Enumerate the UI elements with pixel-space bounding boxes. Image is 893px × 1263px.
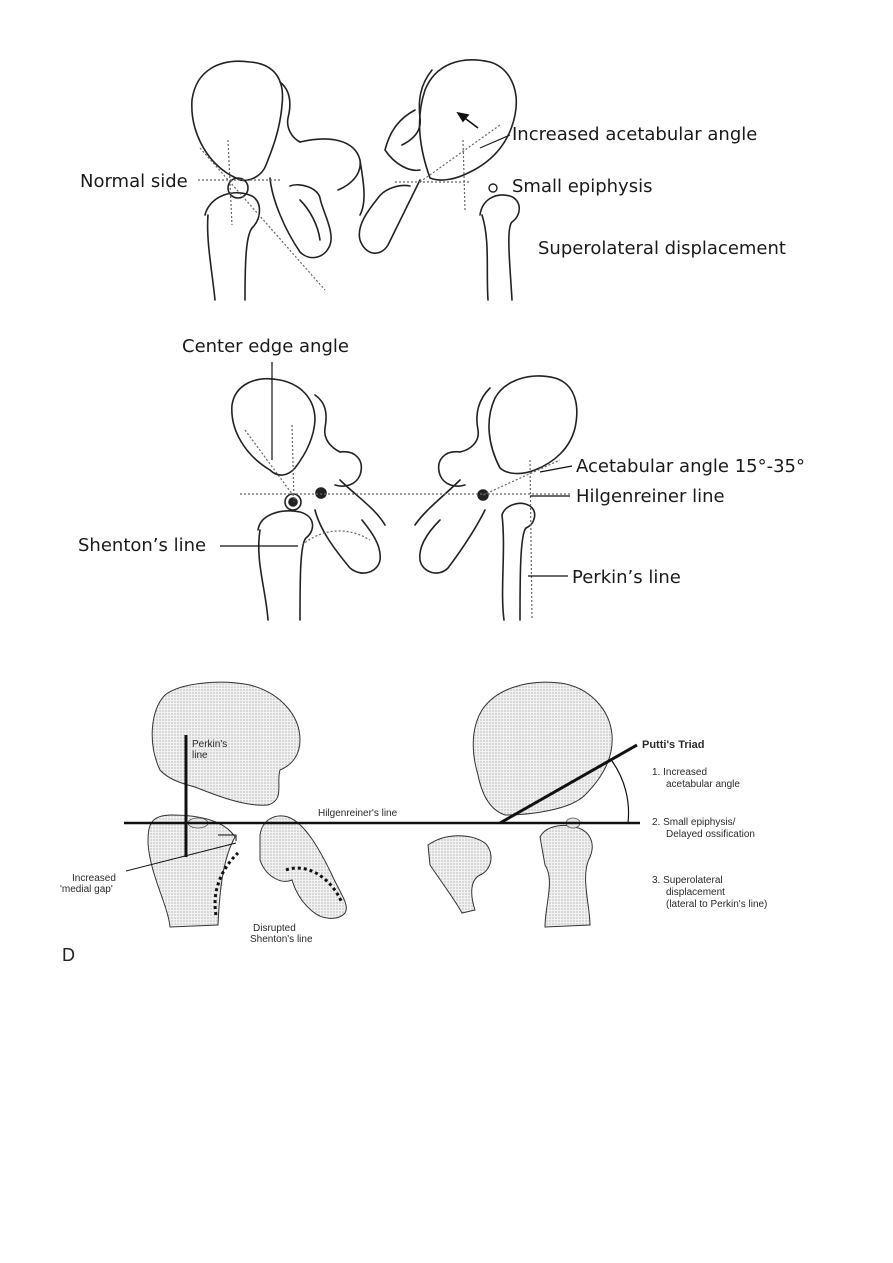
left-femur-shape [147, 814, 236, 928]
triad-item-1-line-1: 1. Increased [652, 767, 708, 778]
triad-item-2-line-2: Delayed ossification [666, 829, 755, 840]
superolateral-displacement-label: Superolateral displacement [538, 238, 786, 259]
triradiate-left [315, 487, 327, 499]
right-ilium [418, 59, 517, 181]
panel-a-diagram: Normal side Increased acetabular angle S… [0, 0, 893, 320]
right-femur-shape [539, 824, 593, 928]
medial-gap-label-1: Increased [72, 873, 116, 884]
right-ischium-shape [427, 835, 492, 914]
perkins-line-label-d-2: line [192, 750, 208, 761]
left-femur [204, 192, 261, 301]
puttis-triad-title: Putti's Triad [642, 739, 705, 751]
left-femur [257, 510, 314, 621]
medial-gap-label-2: 'medial gap' [60, 884, 113, 895]
right-sacral-edge [401, 69, 433, 146]
hilgenreiner-line-label: Hilgenreiner line [576, 486, 725, 507]
panel-b-diagram: Center edge angle Acetabular angle 15°-3… [0, 320, 893, 630]
acetabular-angle-label: Acetabular angle 15°-35° [576, 456, 806, 477]
left-ilium [231, 378, 316, 476]
shentons-label-2: Shenton's line [250, 934, 313, 945]
triad-item-1-line-2: acetabular angle [666, 779, 740, 790]
panel-d-diagram: Perkin's line Hilgenreiner's line Increa… [0, 665, 893, 975]
panel-a-pelvis-drawing [191, 59, 521, 301]
right-pubis [358, 179, 421, 254]
left-femoral-head [227, 177, 249, 199]
perkins-line-label-d-1: Perkin's [192, 739, 228, 750]
shentons-arc-left [213, 851, 240, 916]
triad-item-3-line-3: (lateral to Perkin's line) [666, 899, 768, 910]
triad-item-3-line-2: displacement [666, 887, 725, 898]
hilgenreiners-line-label: Hilgenreiner's line [318, 808, 398, 819]
center-edge-angle-label: Center edge angle [182, 336, 349, 357]
perkins-line-label: Perkin’s line [572, 567, 681, 588]
triad-item-3-line-1: 3. Superolateral [652, 875, 723, 886]
panel-d-schematic [124, 681, 640, 928]
shentons-arc-right [285, 866, 344, 904]
right-ilium-shape [472, 681, 613, 816]
right-femur [501, 502, 536, 621]
small-epiphysis-label: Small epiphysis [512, 176, 653, 197]
right-femur [479, 194, 521, 301]
triad-item-2-line-1: 2. Small epiphysis/ [652, 817, 736, 828]
normal-side-label: Normal side [80, 171, 188, 192]
shentons-line-label: Shenton’s line [78, 535, 207, 556]
acetabular-index-line [499, 743, 638, 825]
panel-b-pelvis-drawing [220, 362, 578, 621]
left-sacral-edge [279, 81, 301, 143]
shentons-label-1: Disrupted [253, 923, 296, 934]
panel-letter-d: D [62, 945, 75, 965]
increased-acetabular-angle-label: Increased acetabular angle [512, 124, 758, 145]
left-pubis [269, 177, 332, 259]
small-epiphysis-marker [488, 183, 498, 193]
right-ilium [488, 375, 578, 475]
left-ilium [191, 60, 284, 182]
left-ilium-shape [151, 681, 301, 806]
left-ischium-shape [259, 815, 347, 919]
